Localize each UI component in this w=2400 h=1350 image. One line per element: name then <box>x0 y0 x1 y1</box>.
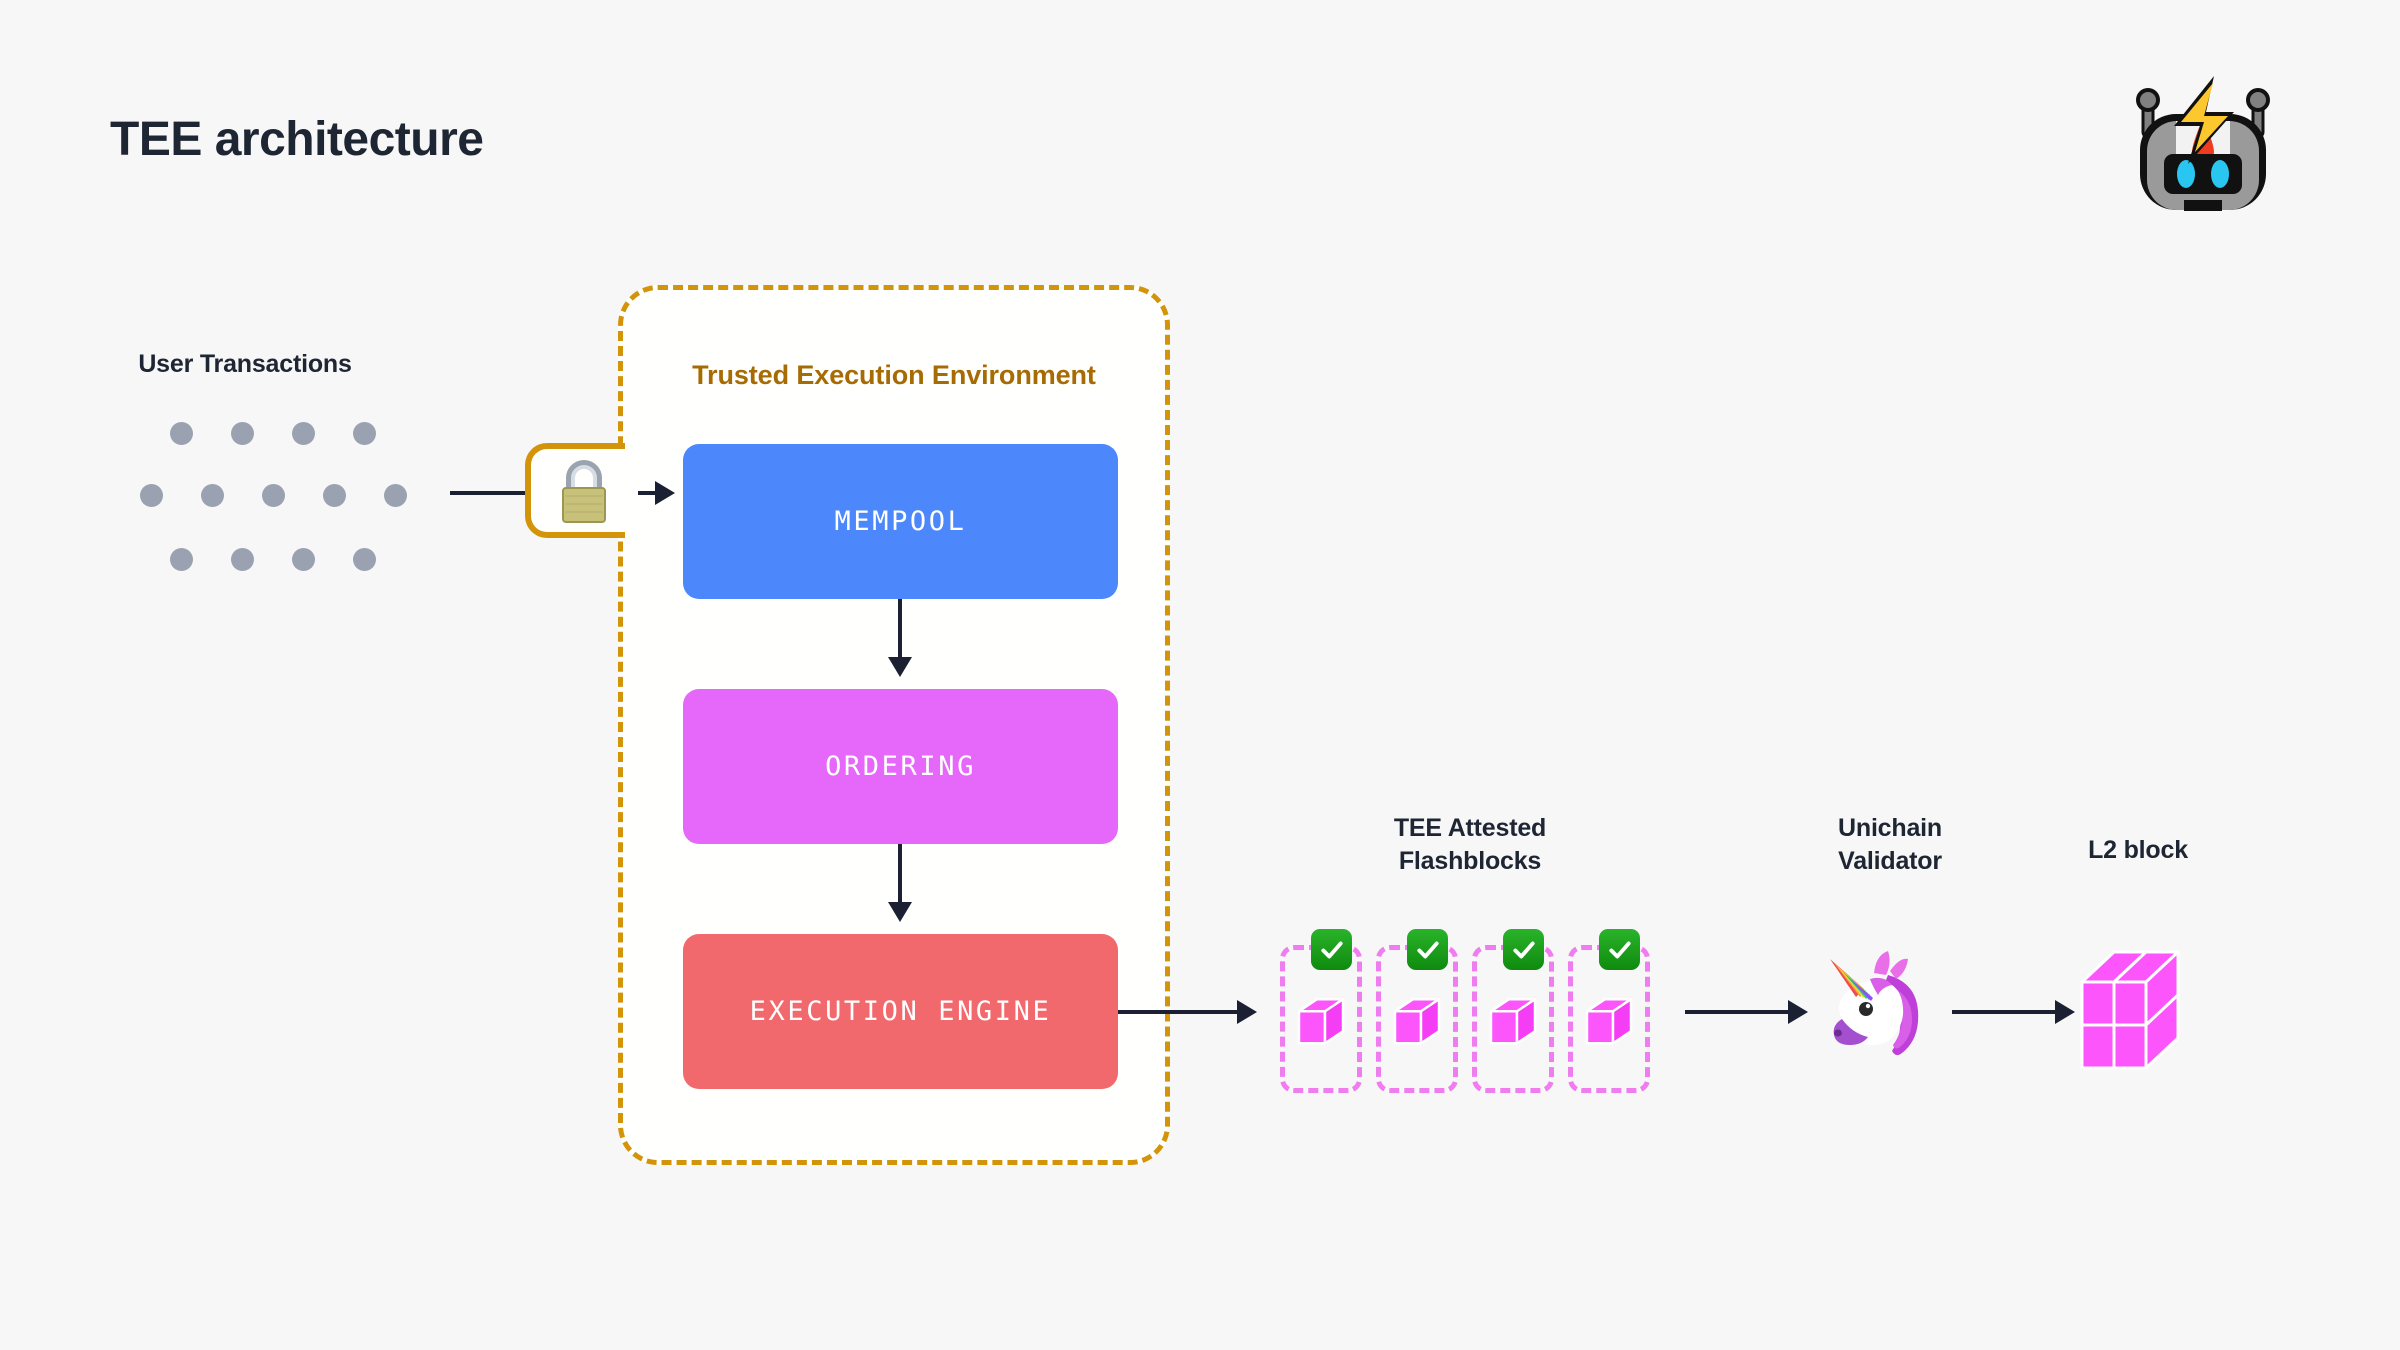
flashblocks-group <box>1280 929 1650 1093</box>
arrow-validator-to-l2-block-head <box>2055 1000 2075 1024</box>
tx-dot-row <box>140 484 445 507</box>
user-transactions-dots <box>140 410 440 571</box>
arrow-mempool-to-ordering-line <box>898 599 902 669</box>
arrow-lock-to-mempool-line <box>638 491 666 495</box>
tx-dot <box>231 422 254 445</box>
tx-dot <box>170 422 193 445</box>
tx-dot <box>292 422 315 445</box>
l2-block-label: L2 block <box>2088 836 2188 864</box>
check-mark-button-icon <box>1599 929 1640 970</box>
flashblocks-label-line2: Flashblocks <box>1398 847 1542 875</box>
tee-title: Trusted Execution Environment <box>692 360 1096 390</box>
tx-dot <box>384 484 407 507</box>
check-mark-button-icon <box>1503 929 1544 970</box>
check-mark-button-icon <box>1407 929 1448 970</box>
stage-box-mempool[interactable]: MEMPOOL <box>683 444 1118 599</box>
flashblocks-label: TEE Attested Flashblocks <box>1300 812 1640 878</box>
stage-box-ordering-label: ORDERING <box>825 751 976 782</box>
tx-dot <box>262 484 285 507</box>
page-title: TEE architecture <box>110 113 484 166</box>
flashblock-item[interactable] <box>1568 929 1650 1093</box>
check-mark-button-icon <box>1311 929 1352 970</box>
l2-block-cube-icon <box>2072 940 2212 1080</box>
flashbots-robot-logo <box>2118 72 2288 212</box>
validator-label-line1: Unichain <box>1838 814 1942 842</box>
flashblock-item[interactable] <box>1472 929 1554 1093</box>
arrow-flashblocks-to-validator-head <box>1788 1000 1808 1024</box>
tx-dot <box>292 548 315 571</box>
tx-dot <box>201 484 224 507</box>
arrow-user-transactions-to-lock <box>450 491 540 495</box>
stage-box-execution-engine[interactable]: EXECUTION ENGINE <box>683 934 1118 1089</box>
unichain-validator-label: Unichain Validator <box>1760 812 2020 878</box>
flashblock-item[interactable] <box>1376 929 1458 1093</box>
tx-dot <box>353 548 376 571</box>
flashblock-cube-icon <box>1485 993 1541 1049</box>
stage-box-ordering[interactable]: ORDERING <box>683 689 1118 844</box>
flashblock-cube-icon <box>1581 993 1637 1049</box>
arrow-lock-to-mempool-head <box>655 481 675 505</box>
tx-dot <box>353 422 376 445</box>
arrow-ordering-to-execution-line <box>898 844 902 914</box>
arrow-ordering-to-execution-head <box>888 902 912 922</box>
tx-dot-row <box>170 422 414 445</box>
arrow-execution-to-flashblocks-line <box>1118 1010 1248 1014</box>
validator-label-line2: Validator <box>1838 847 1942 875</box>
tx-dot <box>140 484 163 507</box>
tx-dot <box>170 548 193 571</box>
stage-box-mempool-label: MEMPOOL <box>834 506 967 537</box>
tx-dot <box>231 548 254 571</box>
arrow-flashblocks-to-validator-line <box>1685 1010 1800 1014</box>
user-transactions-label: User Transactions <box>138 350 352 378</box>
flashblock-item[interactable] <box>1280 929 1362 1093</box>
padlock-icon <box>553 455 615 527</box>
flashblocks-label-line1: TEE Attested <box>1393 814 1547 842</box>
flashblock-cube-icon <box>1389 993 1445 1049</box>
tx-dot <box>323 484 346 507</box>
arrow-validator-to-l2-block-line <box>1952 1010 2062 1014</box>
arrow-mempool-to-ordering-head <box>888 657 912 677</box>
unicorn-icon <box>1812 945 1934 1067</box>
flashblock-cube-icon <box>1293 993 1349 1049</box>
tx-dot-row <box>170 548 414 571</box>
arrow-execution-to-flashblocks-head <box>1237 1000 1257 1024</box>
stage-box-execution-engine-label: EXECUTION ENGINE <box>749 996 1052 1027</box>
